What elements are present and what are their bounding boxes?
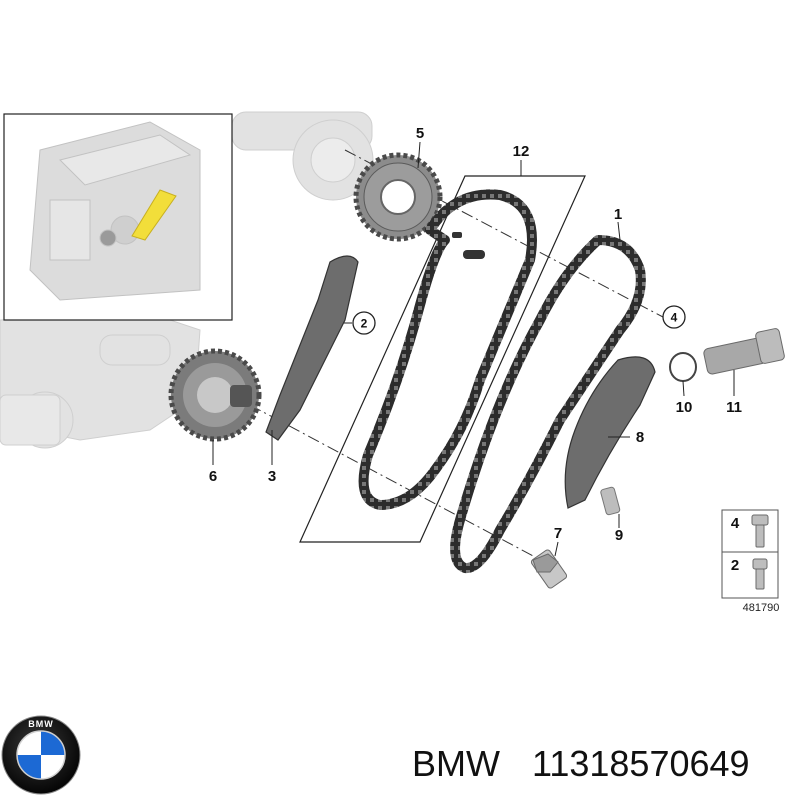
bmw-logo: BMW bbox=[1, 715, 81, 795]
legend-box: 4 2 481790 bbox=[721, 509, 780, 614]
tensioner-rail bbox=[564, 356, 656, 509]
callout-11: 11 bbox=[726, 399, 742, 416]
guide-rail bbox=[265, 255, 359, 441]
brand-name: BMW bbox=[412, 743, 500, 784]
ghost-engine-background bbox=[0, 111, 374, 449]
callout-12: 12 bbox=[513, 143, 530, 160]
callout-7: 7 bbox=[554, 525, 562, 542]
callout-2-circle bbox=[352, 311, 376, 335]
camshaft-sprocket bbox=[353, 152, 443, 242]
seal-ring bbox=[669, 352, 697, 382]
pin bbox=[600, 486, 621, 516]
callout-1: 1 bbox=[614, 206, 622, 223]
callout-8: 8 bbox=[636, 429, 644, 446]
engine-inset bbox=[3, 113, 233, 321]
timing-chain bbox=[358, 189, 537, 510]
callout-labels: 1 12 5 3 6 8 9 7 10 11 2 4 bbox=[209, 125, 742, 544]
callout-6: 6 bbox=[209, 468, 217, 485]
callout-9: 9 bbox=[615, 527, 623, 544]
part-number: 11318570649 bbox=[532, 743, 750, 784]
callout-10: 10 bbox=[676, 399, 693, 416]
chain-link-pins bbox=[452, 232, 485, 259]
legend-label-2: 2 bbox=[731, 557, 739, 574]
diagram-reference-number: 481790 bbox=[743, 602, 780, 614]
alignment-lines bbox=[249, 149, 664, 566]
leader-lines bbox=[212, 141, 735, 557]
callout-3: 3 bbox=[268, 468, 276, 485]
callout-5: 5 bbox=[416, 125, 424, 142]
vanos-sprocket bbox=[168, 348, 262, 442]
callout-4-circle bbox=[662, 305, 686, 329]
legend-label-4: 4 bbox=[731, 515, 740, 532]
highlight-chain-icon bbox=[131, 189, 177, 241]
legend-bolt-4-icon bbox=[751, 514, 769, 548]
timing-chain-lower bbox=[450, 235, 646, 573]
callout-2: 2 bbox=[361, 317, 368, 331]
bmw-logo-text: BMW bbox=[28, 719, 54, 729]
chain-group-frame bbox=[299, 175, 586, 543]
chain-tensioner bbox=[703, 328, 785, 375]
legend-bolt-2-icon bbox=[752, 558, 768, 590]
bearing-bolt bbox=[530, 549, 568, 589]
callout-4: 4 bbox=[671, 311, 678, 325]
